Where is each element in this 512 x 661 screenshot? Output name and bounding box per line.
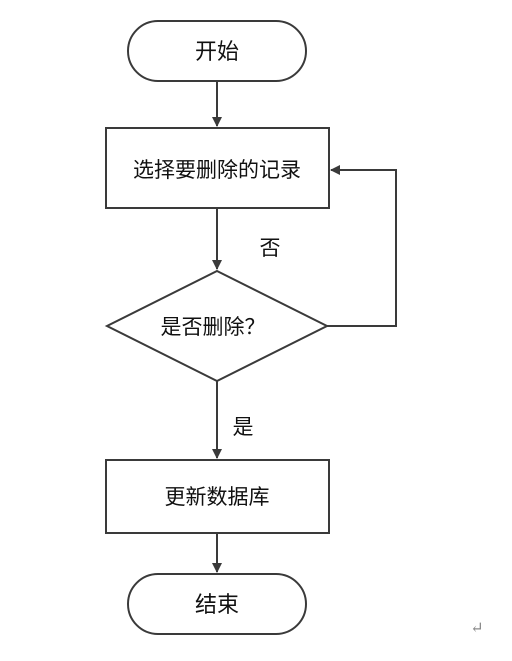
update-database-box [105,459,330,534]
select-record-box [105,127,330,209]
select-record-label: 选择要删除的记录 [133,158,301,182]
no-label: 否 [260,236,281,260]
end-label: 结束 [195,593,239,618]
update-database-label: 更新数据库 [165,485,270,509]
end-terminal [127,573,307,635]
yes-label: 是 [233,415,254,439]
arrow-loop-back [327,165,397,327]
start-label: 开始 [195,40,239,65]
return-mark-icon: ↵ [470,618,483,637]
decision-label: 是否删除？ [161,315,266,339]
